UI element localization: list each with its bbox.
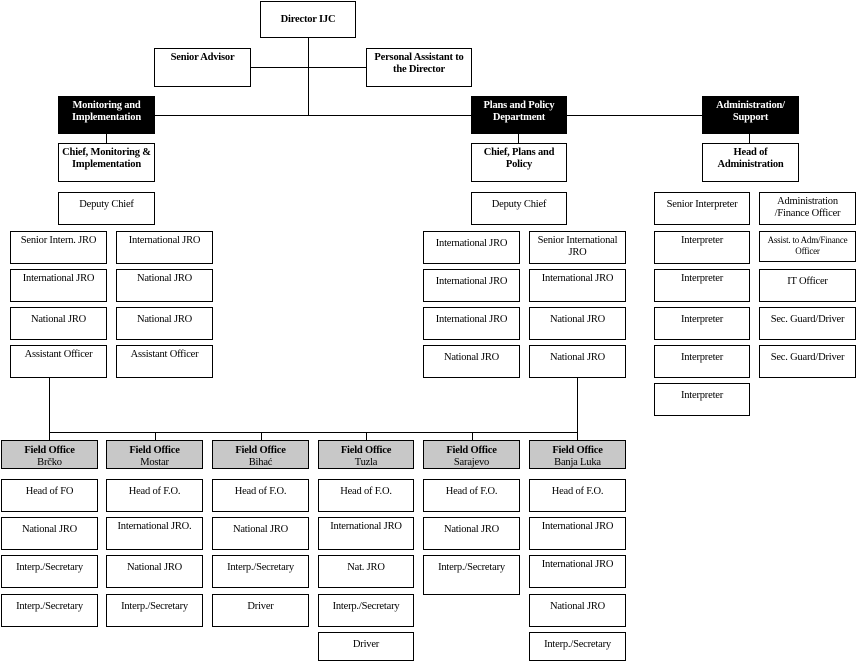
plans-col2-item: National JRO — [529, 307, 626, 340]
admin-col1-item: Interpreter — [654, 383, 750, 416]
admin-col1-item: Senior Interpreter — [654, 192, 750, 225]
senior-advisor-box: Senior Advisor — [154, 48, 251, 87]
plans-col1-item: International JRO — [423, 231, 520, 264]
field-office-city: Brčko — [37, 457, 62, 468]
field-office-label: Field Office — [129, 445, 180, 456]
tuzla-staff-item: Nat. JRO — [318, 555, 414, 588]
director-box: Director IJC — [260, 1, 356, 38]
plans-col2-item: International JRO — [529, 269, 626, 302]
plans-col1-item: National JRO — [423, 345, 520, 378]
head-admin-box: Head of Administration — [702, 143, 799, 182]
dept-monitoring-box: Monitoring and Implementation — [58, 96, 155, 134]
field-office-city: Sarajevo — [453, 457, 490, 468]
admin-col1-item: Interpreter — [654, 307, 750, 340]
monitoring-col1-item: International JRO — [10, 269, 107, 302]
field-office-label: Field Office — [446, 445, 497, 456]
tuzla-staff-item: Head of F.O. — [318, 479, 414, 512]
mostar-staff-item: Interp./Secretary — [106, 594, 203, 627]
chief-plans-box: Chief, Plans and Policy — [471, 143, 567, 182]
monitoring-col2-item: International JRO — [116, 231, 213, 264]
admin-col1-item: Interpreter — [654, 269, 750, 302]
plans-col2-item: Senior International JRO — [529, 231, 626, 264]
mostar-staff-item: International JRO. — [106, 517, 203, 550]
admin-col2-item: Sec. Guard/Driver — [759, 345, 856, 378]
field-office-city: Mostar — [140, 457, 169, 468]
sarajevo-staff-item: Head of F.O. — [423, 479, 520, 512]
tuzla-staff-item: International JRO — [318, 517, 414, 550]
banja-luka-staff-item: National JRO — [529, 594, 626, 627]
brcko-staff-item: National JRO — [1, 517, 98, 550]
tuzla-staff-item: Driver — [318, 632, 414, 661]
brcko-staff-item: Head of FO — [1, 479, 98, 512]
plans-col2-item: National JRO — [529, 345, 626, 378]
admin-col1-item: Interpreter — [654, 231, 750, 264]
monitoring-col1-item: National JRO — [10, 307, 107, 340]
monitoring-col2-item: Assistant Officer — [116, 345, 213, 378]
field-office-label: Field Office — [340, 445, 392, 456]
monitoring-col1-item: Assistant Officer — [10, 345, 107, 378]
bihac-staff-item: Driver — [212, 594, 309, 627]
banja-luka-staff-item: Interp./Secretary — [529, 632, 626, 661]
banja-luka-staff-item: Head of F.O. — [529, 479, 626, 512]
plans-deputy-box: Deputy Chief — [471, 192, 567, 225]
dept-admin-box: Administration/ Support — [702, 96, 799, 134]
field-office-label: Field Office — [24, 445, 75, 456]
personal-assistant-box: Personal Assistant to the Director — [366, 48, 472, 87]
field-office-city: Banja Luka — [554, 457, 601, 468]
brcko-staff-item: Interp./Secretary — [1, 555, 98, 588]
admin-col2-item: Assist. to Adm/Finance Officer — [759, 231, 856, 262]
monitoring-col2-item: National JRO — [116, 307, 213, 340]
bihac-staff-item: Head of F.O. — [212, 479, 309, 512]
admin-col2-item: Sec. Guard/Driver — [759, 307, 856, 340]
banja-luka-staff-item: International JRO — [529, 555, 626, 588]
field-office-label: Field Office — [552, 445, 603, 456]
chief-monitoring-box: Chief, Monitoring & Implementation — [58, 143, 155, 182]
field-office-city: Bihać — [248, 457, 273, 468]
field-office-label: Field Office — [235, 445, 286, 456]
bihac-staff-item: Interp./Secretary — [212, 555, 309, 588]
brcko-staff-item: Interp./Secretary — [1, 594, 98, 627]
monitoring-col1-item: Senior Intern. JRO — [10, 231, 107, 264]
monitoring-deputy-box: Deputy Chief — [58, 192, 155, 225]
mostar-staff-item: Head of F.O. — [106, 479, 203, 512]
sarajevo-staff-item: Interp./Secretary — [423, 555, 520, 595]
admin-col2-item: IT Officer — [759, 269, 856, 302]
sarajevo-staff-item: National JRO — [423, 517, 520, 550]
mostar-staff-item: National JRO — [106, 555, 203, 588]
monitoring-col2-item: National JRO — [116, 269, 213, 302]
plans-col1-item: International JRO — [423, 307, 520, 340]
admin-col2-item: Administration /Finance Officer — [759, 192, 856, 225]
plans-col1-item: International JRO — [423, 269, 520, 302]
dept-plans-box: Plans and Policy Department — [471, 96, 567, 134]
banja-luka-staff-item: International JRO — [529, 517, 626, 550]
admin-col1-item: Interpreter — [654, 345, 750, 378]
field-office-city: Tuzla — [354, 457, 378, 468]
tuzla-staff-item: Interp./Secretary — [318, 594, 414, 627]
bihac-staff-item: National JRO — [212, 517, 309, 550]
